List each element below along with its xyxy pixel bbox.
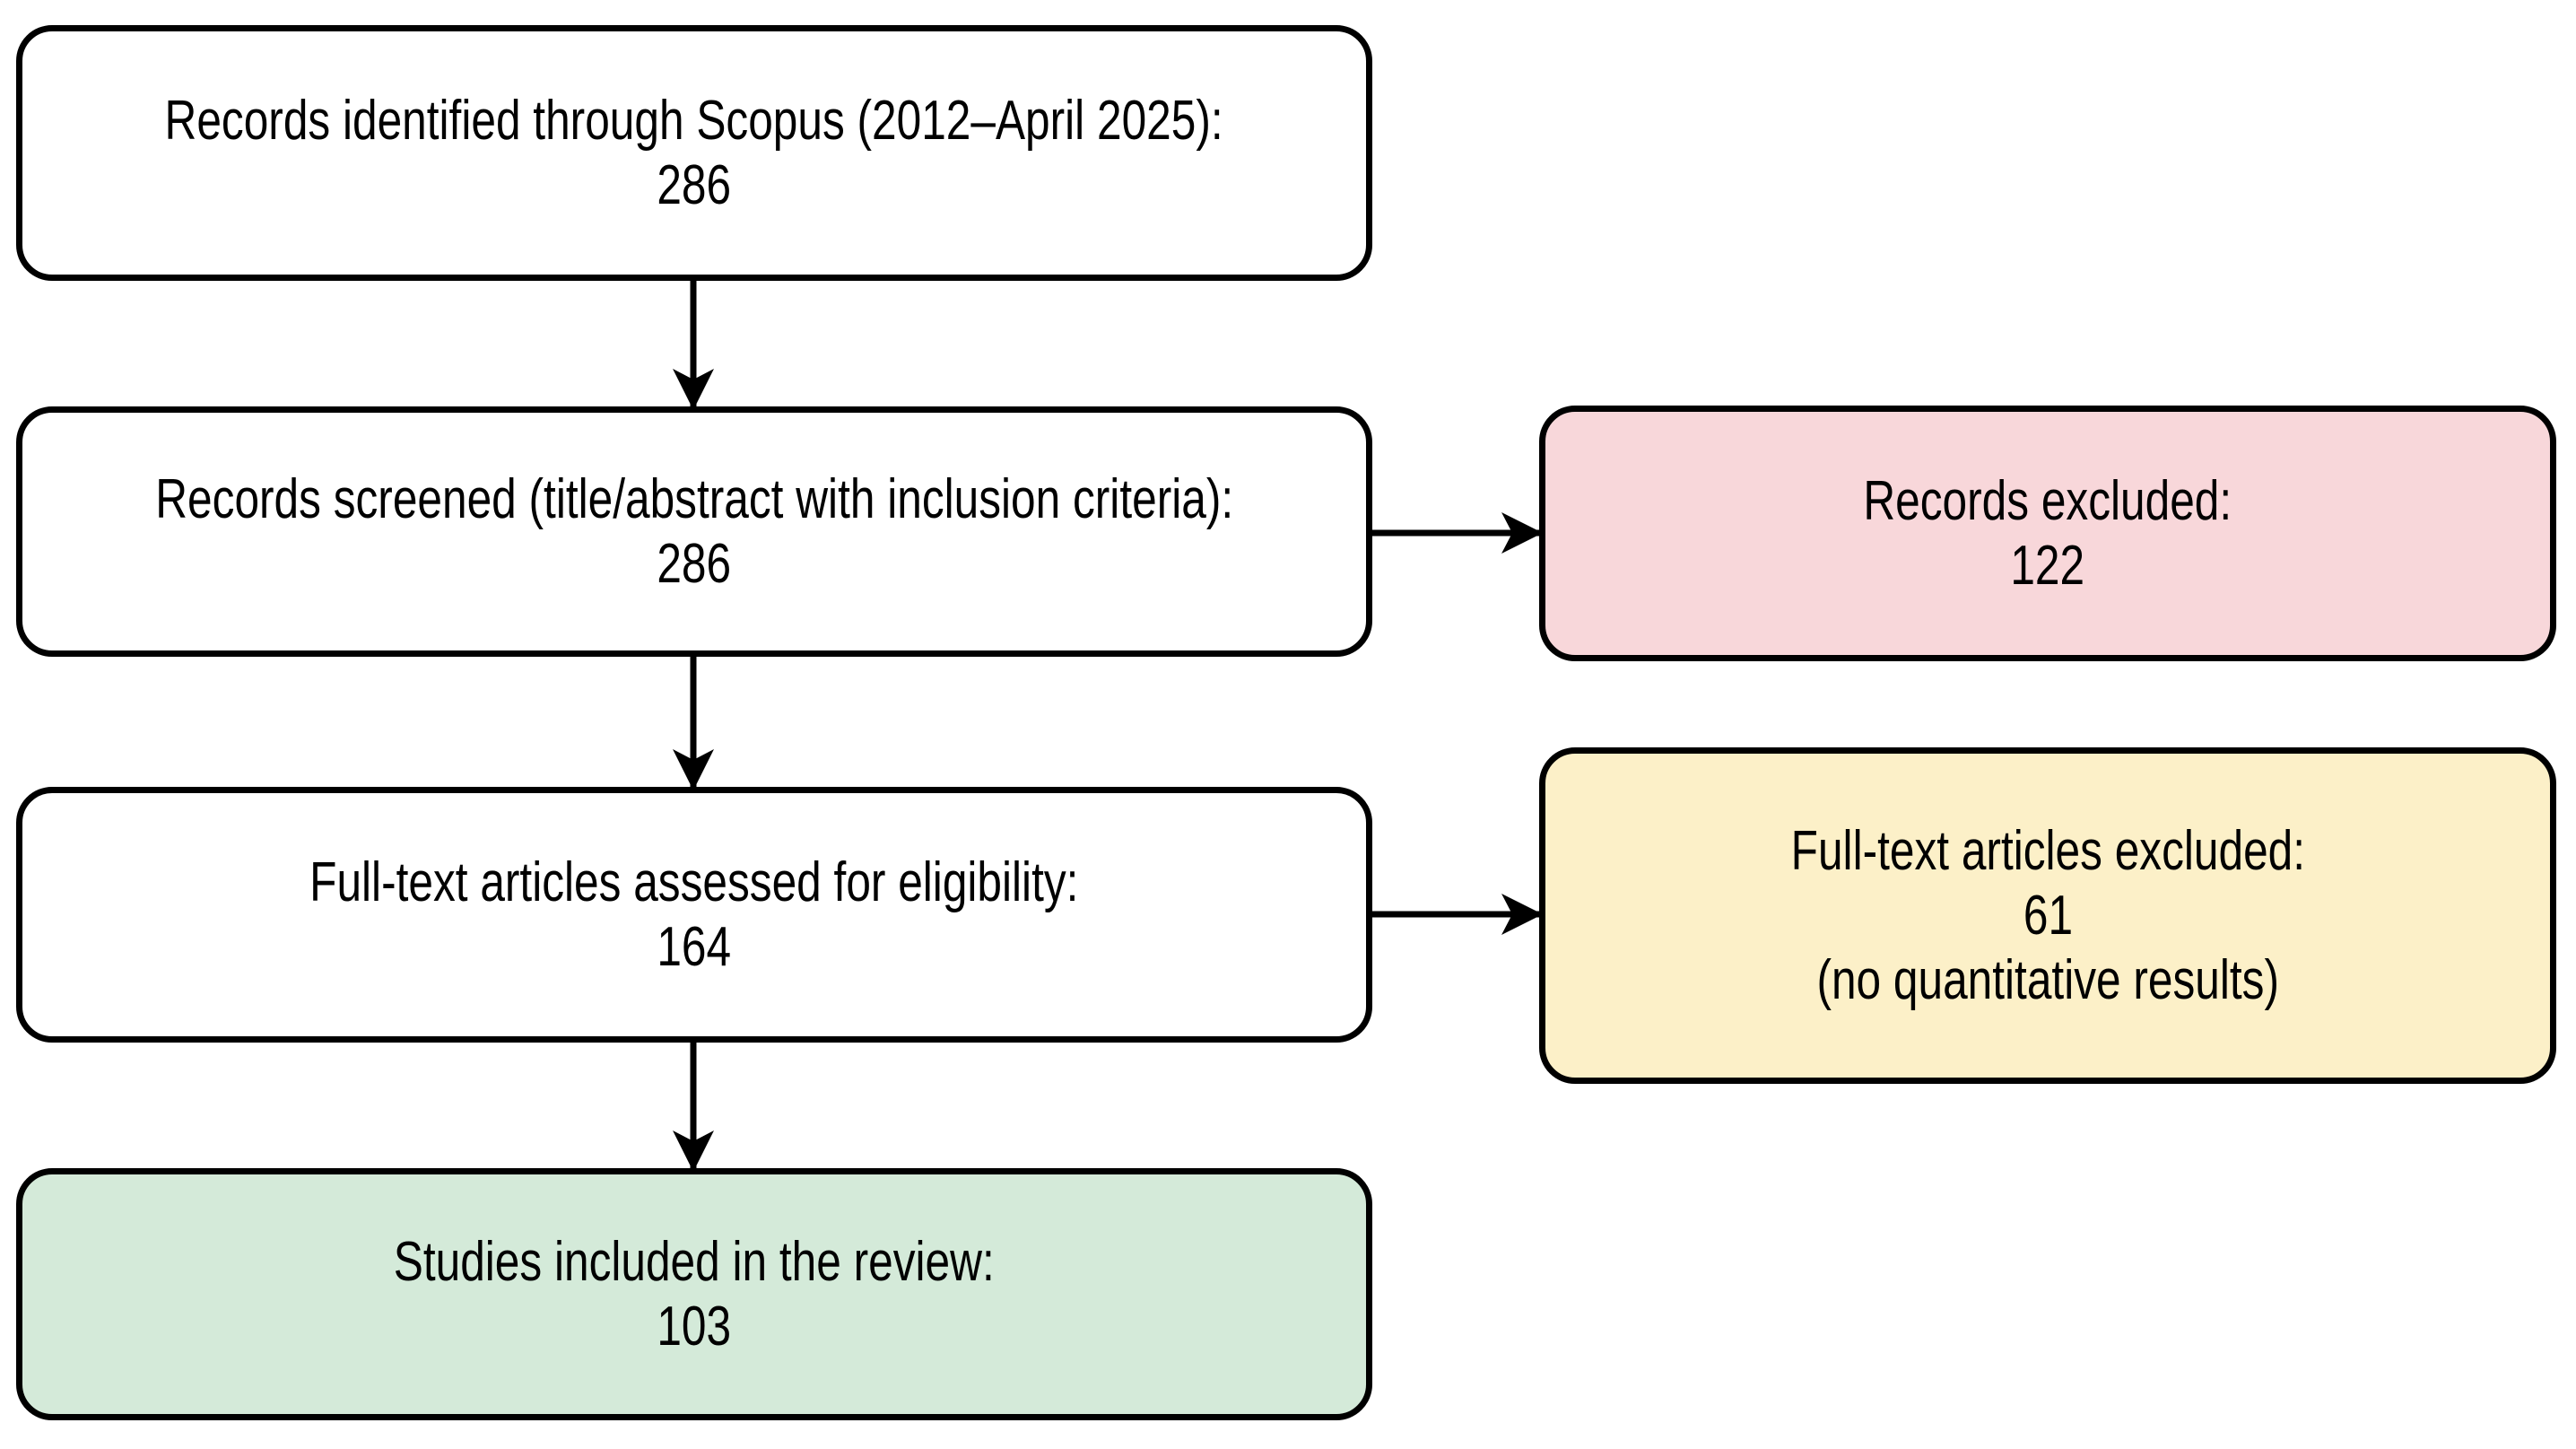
box-fulltext-excluded: Full-text articles excluded: 61 (no quan… <box>1539 747 2556 1084</box>
box-count: 61 <box>2023 884 2073 947</box>
box-count: 103 <box>657 1295 732 1357</box>
box-label: Records excluded: <box>1863 469 2232 532</box>
box-count: 286 <box>657 153 732 216</box>
box-label: Full-text articles excluded: <box>1790 819 2305 882</box>
box-label: Studies included in the review: <box>393 1230 995 1293</box>
box-count: 286 <box>657 532 732 595</box>
box-note: (no quantitative results) <box>1816 948 2279 1011</box>
box-label: Records screened (title/abstract with in… <box>155 467 1233 530</box>
box-label: Records identified through Scopus (2012–… <box>164 89 1224 152</box>
box-included: Studies included in the review: 103 <box>16 1168 1372 1420</box>
box-count: 122 <box>2010 534 2085 597</box>
box-fulltext-assessed: Full-text articles assessed for eligibil… <box>16 787 1372 1043</box>
box-screened: Records screened (title/abstract with in… <box>16 406 1372 657</box>
box-label: Full-text articles assessed for eligibil… <box>309 851 1079 913</box>
box-records-excluded: Records excluded: 122 <box>1539 406 2556 661</box>
box-identified: Records identified through Scopus (2012–… <box>16 25 1372 281</box>
box-count: 164 <box>657 915 732 978</box>
